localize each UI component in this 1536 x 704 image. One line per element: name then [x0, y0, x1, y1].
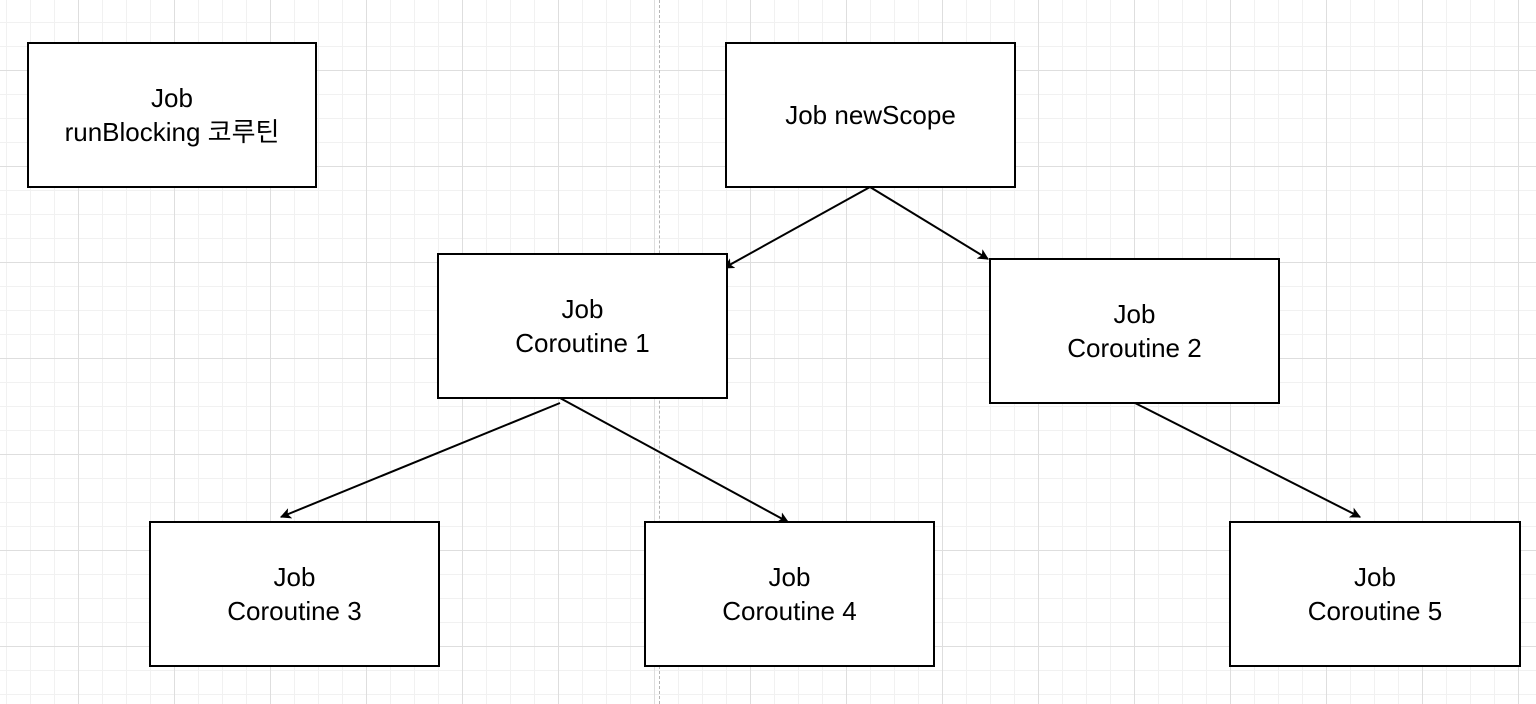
- node-coroutine5[interactable]: Job Coroutine 5: [1229, 521, 1521, 667]
- node-coroutine2[interactable]: Job Coroutine 2: [989, 258, 1280, 404]
- node-coroutine3[interactable]: Job Coroutine 3: [149, 521, 440, 667]
- node-coroutine2-line2: Coroutine 2: [1067, 333, 1202, 363]
- edge-newscope-to-coroutine2: [869, 186, 989, 260]
- node-runblocking-line2: runBlocking 코루틴: [64, 117, 280, 147]
- node-coroutine3-line1: Job: [273, 562, 316, 592]
- node-coroutine1-line1: Job: [561, 294, 604, 324]
- node-coroutine1-line2: Coroutine 1: [515, 328, 650, 358]
- node-coroutine3-line2: Coroutine 3: [227, 596, 362, 626]
- node-newscope-line1: Job newScope: [785, 100, 956, 130]
- node-coroutine5-line1: Job: [1354, 562, 1396, 592]
- node-coroutine2-line1: Job: [1113, 299, 1156, 329]
- node-newscope[interactable]: Job newScope: [725, 42, 1016, 188]
- edge-coroutine2-to-coroutine5: [1134, 402, 1361, 518]
- edge-coroutine1-to-coroutine4: [559, 397, 789, 523]
- node-coroutine4-line1: Job: [768, 562, 811, 592]
- node-coroutine4-line2: Coroutine 4: [722, 596, 857, 626]
- node-runblocking[interactable]: Job runBlocking 코루틴: [27, 42, 317, 188]
- node-runblocking-line1: Job: [151, 83, 193, 113]
- node-coroutine4[interactable]: Job Coroutine 4: [644, 521, 935, 667]
- edge-coroutine1-to-coroutine3: [279, 402, 561, 519]
- node-coroutine1[interactable]: Job Coroutine 1: [437, 253, 728, 399]
- node-coroutine5-line2: Coroutine 5: [1307, 596, 1443, 626]
- edge-newscope-to-coroutine1: [723, 186, 871, 269]
